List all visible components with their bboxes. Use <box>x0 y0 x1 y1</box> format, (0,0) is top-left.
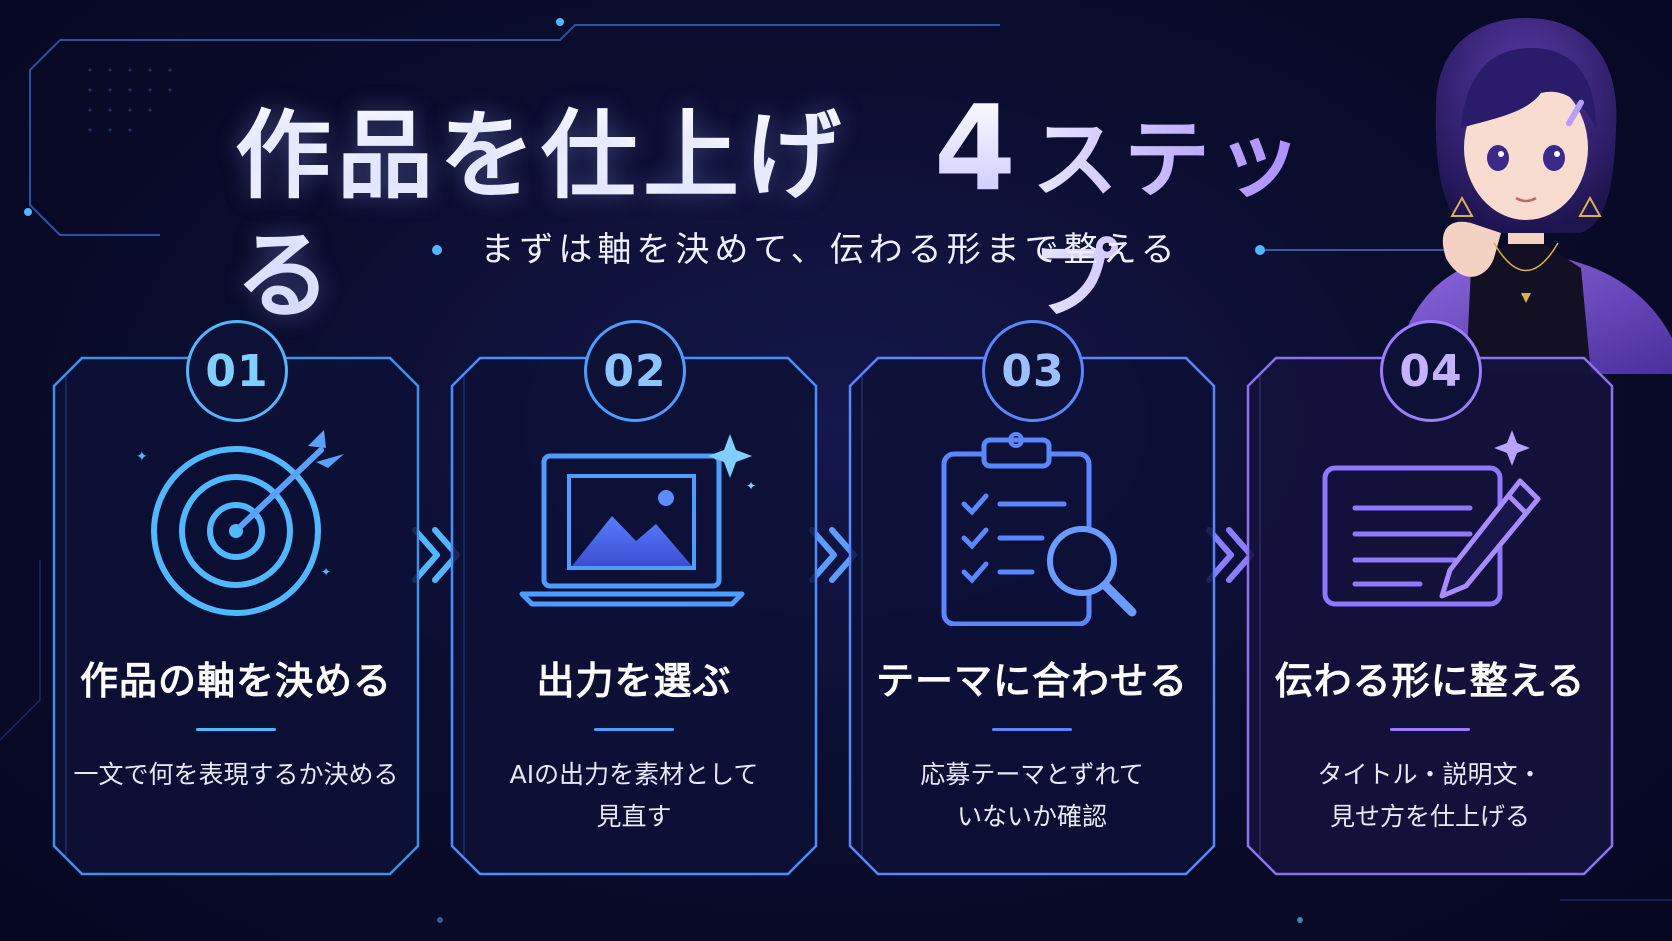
target-arrow-icon: ✦ ✦ <box>136 430 344 616</box>
step-description: 応募テーマとずれて いないか確認 <box>920 760 1144 831</box>
divider <box>992 728 1072 731</box>
divider <box>594 728 674 731</box>
step-number-badge: 01 <box>186 320 288 422</box>
svg-text:✦: ✦ <box>136 449 148 465</box>
step-description: AIの出力を素材として 見直す <box>509 760 759 831</box>
page-title: 作品を仕上げる 4 ステップ <box>235 79 1385 332</box>
document-pencil-icon <box>1322 430 1541 607</box>
step-card-4: 04 伝わる形に整える タイトル・説明文・ 見せ方を仕上げる <box>1246 320 1614 876</box>
svg-text:✦: ✦ <box>746 479 756 493</box>
step-title: 出力を選ぶ <box>536 659 732 703</box>
step-description: タイトル・説明文・ 見せ方を仕上げる <box>1317 760 1543 831</box>
step-title: テーマに合わせる <box>875 659 1188 703</box>
divider <box>196 728 276 731</box>
title-accent: ステップ <box>1032 100 1385 340</box>
step-card-1: 01 ✦ ✦ 作品の軸を決める 一文で何を表現するか決める <box>52 320 420 876</box>
clipboard-search-icon <box>941 432 1137 626</box>
step-description: 一文で何を表現するか決める <box>73 760 399 789</box>
divider <box>1390 728 1470 731</box>
step-card-2: 02 ✦ 出力を選ぶ AIの出力を素材として 見直す <box>450 320 818 876</box>
step-card-3: 03 テーマに合わせる 応募テーマとずれて いないか確認 <box>848 320 1216 876</box>
title-main: 作品を仕上げる <box>235 96 920 336</box>
step-title: 伝わる形に整える <box>1274 659 1586 703</box>
step-number-badge: 03 <box>982 320 1084 422</box>
step-number-badge: 04 <box>1380 320 1482 422</box>
subtitle: まずは軸を決めて、伝わる形まで整える <box>480 230 1180 270</box>
step-title: 作品の軸を決める <box>79 659 392 703</box>
laptop-image-icon: ✦ <box>519 434 756 607</box>
svg-text:✦: ✦ <box>321 565 331 579</box>
card-frame <box>848 356 1216 876</box>
title-number: 4 <box>933 79 1022 217</box>
step-number-badge: 02 <box>584 320 686 422</box>
